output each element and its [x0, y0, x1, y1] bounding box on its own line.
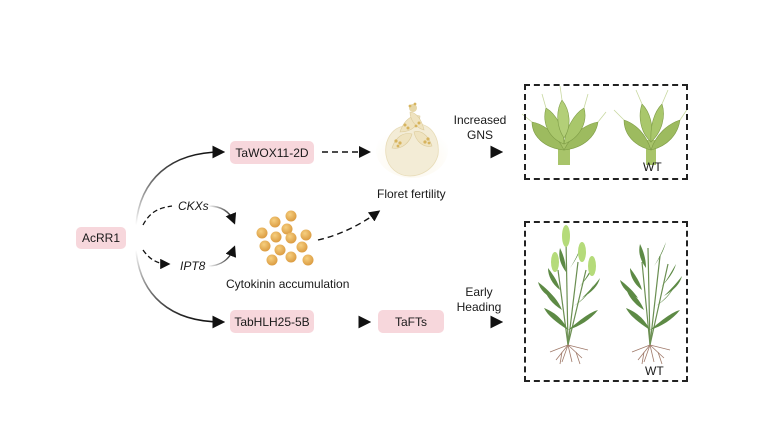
label-ipt8: IPT8 [180, 259, 206, 273]
label-increased-gns: Increased GNS [450, 113, 510, 143]
wheat-plant-early-heading-icon [538, 225, 600, 365]
node-tabhlh25-5b: TabHLH25-5B [230, 310, 314, 333]
arrow-acrr1-to-ipt8 [142, 249, 171, 270]
node-acrr1: AcRR1 [76, 227, 126, 249]
node-tawox11-2d-label: TaWOX11-2D [235, 145, 309, 160]
node-acrr1-label: AcRR1 [81, 231, 120, 245]
cytokinin-dots-icon [256, 210, 314, 266]
label-cytokinin-accumulation: Cytokinin accumulation [226, 277, 350, 291]
label-wt-plant: WT [645, 364, 664, 378]
arrow-cytokinin-to-floret [317, 210, 381, 241]
arrow-acrr1-to-tawox [135, 145, 226, 226]
spikelet-wt-icon [613, 89, 689, 165]
label-wt-spikelet: WT [643, 160, 662, 174]
wheat-plant-wt-icon [620, 242, 682, 365]
label-early-heading: Early Heading [446, 285, 512, 315]
arrow-ckxs-to-cytokinin [207, 205, 237, 225]
label-early-heading-line2: Heading [456, 300, 502, 314]
arrow-ipt8-to-cytokinin [207, 245, 237, 267]
spikelet-comparison-box [524, 84, 688, 180]
plant-comparison-box [524, 221, 688, 382]
arrow-acrr1-to-tabhlh [135, 249, 226, 329]
node-tafts: TaFTs [378, 310, 444, 333]
label-increased-gns-line2: GNS [466, 128, 493, 142]
spikelet-mutant-icon [521, 85, 607, 165]
label-early-heading-line1: Early [465, 285, 493, 299]
node-tabhlh25-5b-label: TabHLH25-5B [234, 314, 310, 329]
label-ckxs: CKXs [178, 199, 209, 213]
label-increased-gns-line1: Increased [453, 113, 507, 127]
node-tafts-label: TaFTs [394, 314, 427, 329]
arrow-acrr1-to-ckxs [142, 205, 173, 226]
floret-icon [376, 102, 448, 178]
label-floret-fertility: Floret fertility [377, 187, 446, 201]
node-tawox11-2d: TaWOX11-2D [230, 141, 314, 164]
